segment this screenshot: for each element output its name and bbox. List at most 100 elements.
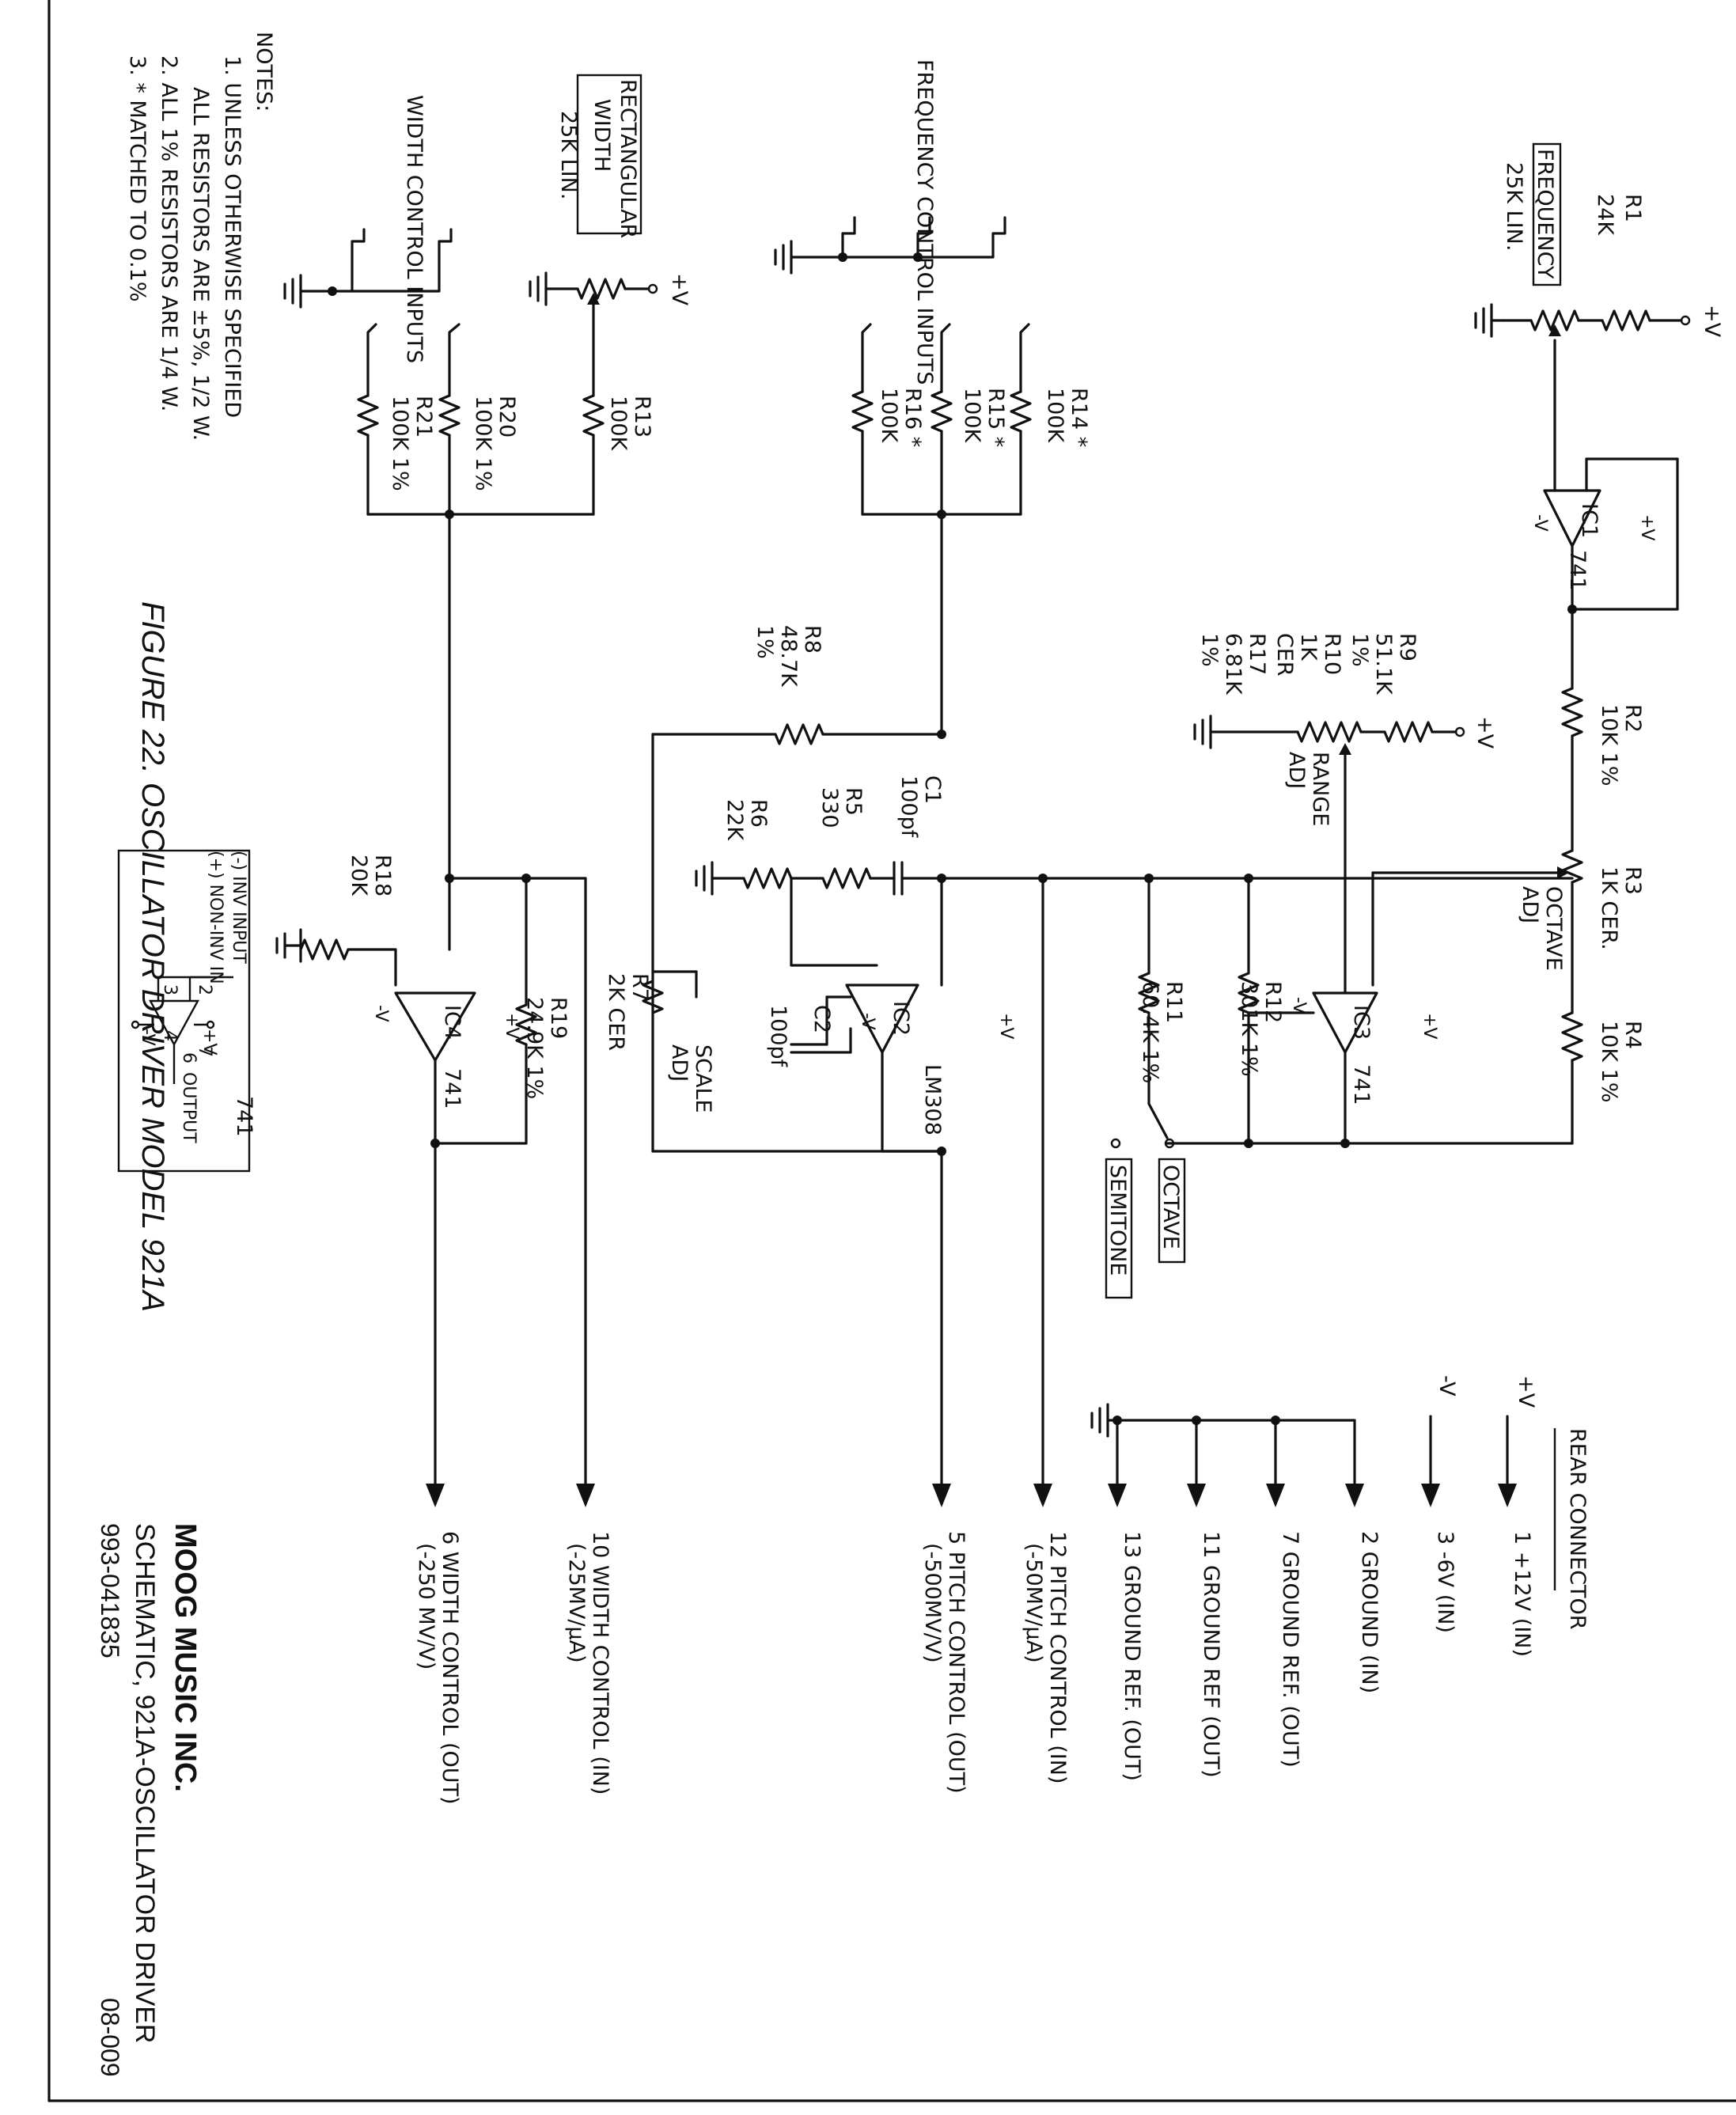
- r7-adj-1: SCALE: [691, 1044, 715, 1113]
- r3-adj-2: ADJ: [1518, 886, 1542, 923]
- legend-pin2: 2: [195, 984, 214, 995]
- rear-pin-prefix-minusv: -V: [1435, 1375, 1459, 1397]
- output-pin-5: 5 PITCH CONTROL (OUT): [944, 1531, 968, 1794]
- frequency-control-inputs: FREQUENCY CONTROL INPUTS R14 * 100K R15 …: [774, 59, 1091, 736]
- range-adj-2: ADJ: [1284, 752, 1309, 789]
- legend-frame: [117, 849, 251, 1173]
- svg-text:1K: 1K: [1296, 633, 1321, 661]
- output-pin-10-scale: (-25MV/μA): [564, 1543, 589, 1663]
- ic2-type: LM308: [920, 1064, 945, 1135]
- r8-value: 48.7K: [776, 625, 801, 688]
- r2-value: 10K 1%: [1597, 704, 1621, 786]
- svg-text:CER: CER: [1272, 633, 1297, 677]
- ic1-minus-v: -V: [1530, 514, 1550, 532]
- rear-pin-11: 11 GROUND REF (OUT): [1199, 1531, 1223, 1778]
- ic1-label: IC1: [1577, 503, 1601, 538]
- ic4-type: 741: [440, 1068, 464, 1109]
- ic4-opamp: [394, 991, 476, 1062]
- c2-label: C2: [809, 1005, 834, 1033]
- ic1-opamp: [1543, 489, 1601, 548]
- company-name: MOOG MUSIC INC.: [169, 1523, 202, 1792]
- svg-text:R9: R9: [1395, 633, 1420, 661]
- legend-plus-v: +V: [199, 1029, 219, 1055]
- frequency-pot-label-box: [1532, 142, 1562, 286]
- rear-pin-prefix-plusv: +V: [1514, 1375, 1538, 1408]
- r14-label: R14 *: [1067, 388, 1091, 447]
- main-bus-section: 12 PITCH CONTROL (IN) (-50MV/μA) R8 48.7…: [604, 625, 1574, 1794]
- figure-caption: FIGURE 22. OSCILLATOR DRIVER MODEL 921A: [135, 601, 170, 1312]
- revision-code: 08-009: [96, 1998, 124, 2077]
- ic1-type: 741: [1565, 550, 1590, 591]
- r20-value: 100K 1%: [471, 396, 495, 491]
- r18-value: 20K: [347, 855, 371, 896]
- range-adj-1: RANGE: [1308, 752, 1332, 826]
- r4-value: 10K 1%: [1597, 1021, 1621, 1102]
- r12-value: 301K 1%: [1237, 981, 1261, 1077]
- r7-adj-2: ADJ: [667, 1044, 692, 1082]
- legend-pin6: 6: [179, 1052, 199, 1063]
- switch-semitone: SEMITONE: [1105, 1165, 1130, 1275]
- output-pin-12-scale: (-50MV/μA): [1022, 1543, 1046, 1663]
- notes-block: NOTES: 1. UNLESS OTHERWISE SPECIFIED ALL…: [125, 32, 276, 441]
- semitone-label-box: [1105, 1158, 1133, 1299]
- rect-width-label-box: [576, 74, 642, 235]
- r18-label: R18: [370, 855, 395, 896]
- rear-pin-13: 13 GROUND REF. (OUT): [1120, 1531, 1144, 1781]
- r12-label: R12: [1260, 981, 1285, 1023]
- legend-pin7: 7: [195, 1046, 214, 1057]
- rear-pin-7: 7 GROUND REF. (OUT): [1278, 1531, 1302, 1768]
- legend-noninv-input: (+) NON-INV IN: [206, 851, 226, 984]
- r16-value: 100K: [877, 388, 901, 444]
- switch-octave: OCTAVE: [1158, 1165, 1183, 1249]
- ic2-minus-v: -V: [858, 1013, 877, 1030]
- ic3-plus-v: +V: [1420, 1013, 1439, 1039]
- r19-label: R19: [546, 997, 570, 1039]
- range-ic3-section: R9 51.1K 1% R10 1K CER R17 6.81K 1% +V R…: [1105, 633, 1497, 1299]
- width-control-inputs: WIDTH CONTROL INPUTS R20 100K 1% R21 100…: [283, 95, 595, 951]
- freq-inputs-label: FREQUENCY CONTROL INPUTS: [912, 59, 937, 385]
- note-2: 2. ALL 1% RESISTORS ARE 1/4 W.: [157, 55, 181, 411]
- r8-tol: 1%: [752, 625, 777, 659]
- rear-pin-3: 3 -6V (IN): [1433, 1531, 1457, 1633]
- r1-value: 24K: [1593, 194, 1617, 236]
- note-1: 1. UNLESS OTHERWISE SPECIFIED: [220, 55, 244, 418]
- r2-label: R2: [1620, 704, 1645, 733]
- output-pin-10: 10 WIDTH CONTROL (IN): [588, 1531, 612, 1795]
- r1-label: R1: [1620, 194, 1645, 222]
- frequency-pot-label: FREQUENCY: [1533, 149, 1557, 279]
- c1-label: C1: [920, 775, 945, 804]
- legend-pin4: 4: [160, 1030, 180, 1041]
- r14-value: 100K: [1043, 388, 1067, 444]
- rear-connector-title: REAR CONNECTOR: [1565, 1428, 1590, 1630]
- ic4-label: IC4: [440, 1005, 464, 1040]
- ic4-minus-v: -V: [371, 1005, 391, 1022]
- rect-width-value: 25K LIN.: [556, 111, 581, 199]
- svg-text:R10: R10: [1320, 633, 1344, 675]
- svg-text:51.1K: 51.1K: [1371, 633, 1396, 696]
- output-pin-6: 6 WIDTH CONTROL (OUT): [438, 1531, 462, 1805]
- r20-label: R20: [495, 396, 519, 438]
- r3-value: 1K CER.: [1597, 866, 1621, 950]
- notes-title: NOTES:: [252, 32, 276, 112]
- r7-value: 2K CER: [604, 973, 628, 1051]
- r3-label: R3: [1620, 866, 1645, 895]
- ic-741-pin-legend: (-) INV INPUT (+) NON-INV IN 741 +V -V 2…: [117, 849, 256, 1173]
- output-pin-6-scale: (-250 MV/V): [414, 1543, 438, 1670]
- legend-type: 741: [232, 1096, 256, 1137]
- r13-value: 100K: [606, 396, 631, 452]
- width-inputs-label: WIDTH CONTROL INPUTS: [402, 95, 426, 363]
- schematic-description: SCHEMATIC, 921A-OSCILLATOR DRIVER: [130, 1523, 160, 2044]
- ic3-label: IC3: [1349, 1005, 1374, 1040]
- part-number: 993-041835: [96, 1523, 124, 1658]
- r13-label: R13: [630, 396, 654, 438]
- rear-connector: REAR CONNECTOR +V 1 +12V (IN) -V 3 -6V (…: [1090, 1375, 1590, 1781]
- rect-width-plus-v: +V: [667, 273, 692, 306]
- r21-value: 100K 1%: [388, 396, 412, 491]
- r5-value: 330: [817, 787, 842, 828]
- svg-text:1%: 1%: [1197, 633, 1222, 667]
- r6-label: R6: [746, 799, 771, 828]
- svg-text:R17: R17: [1245, 633, 1269, 675]
- r15-value: 100K: [960, 388, 984, 444]
- r11-value: 60.4K 1%: [1138, 981, 1162, 1083]
